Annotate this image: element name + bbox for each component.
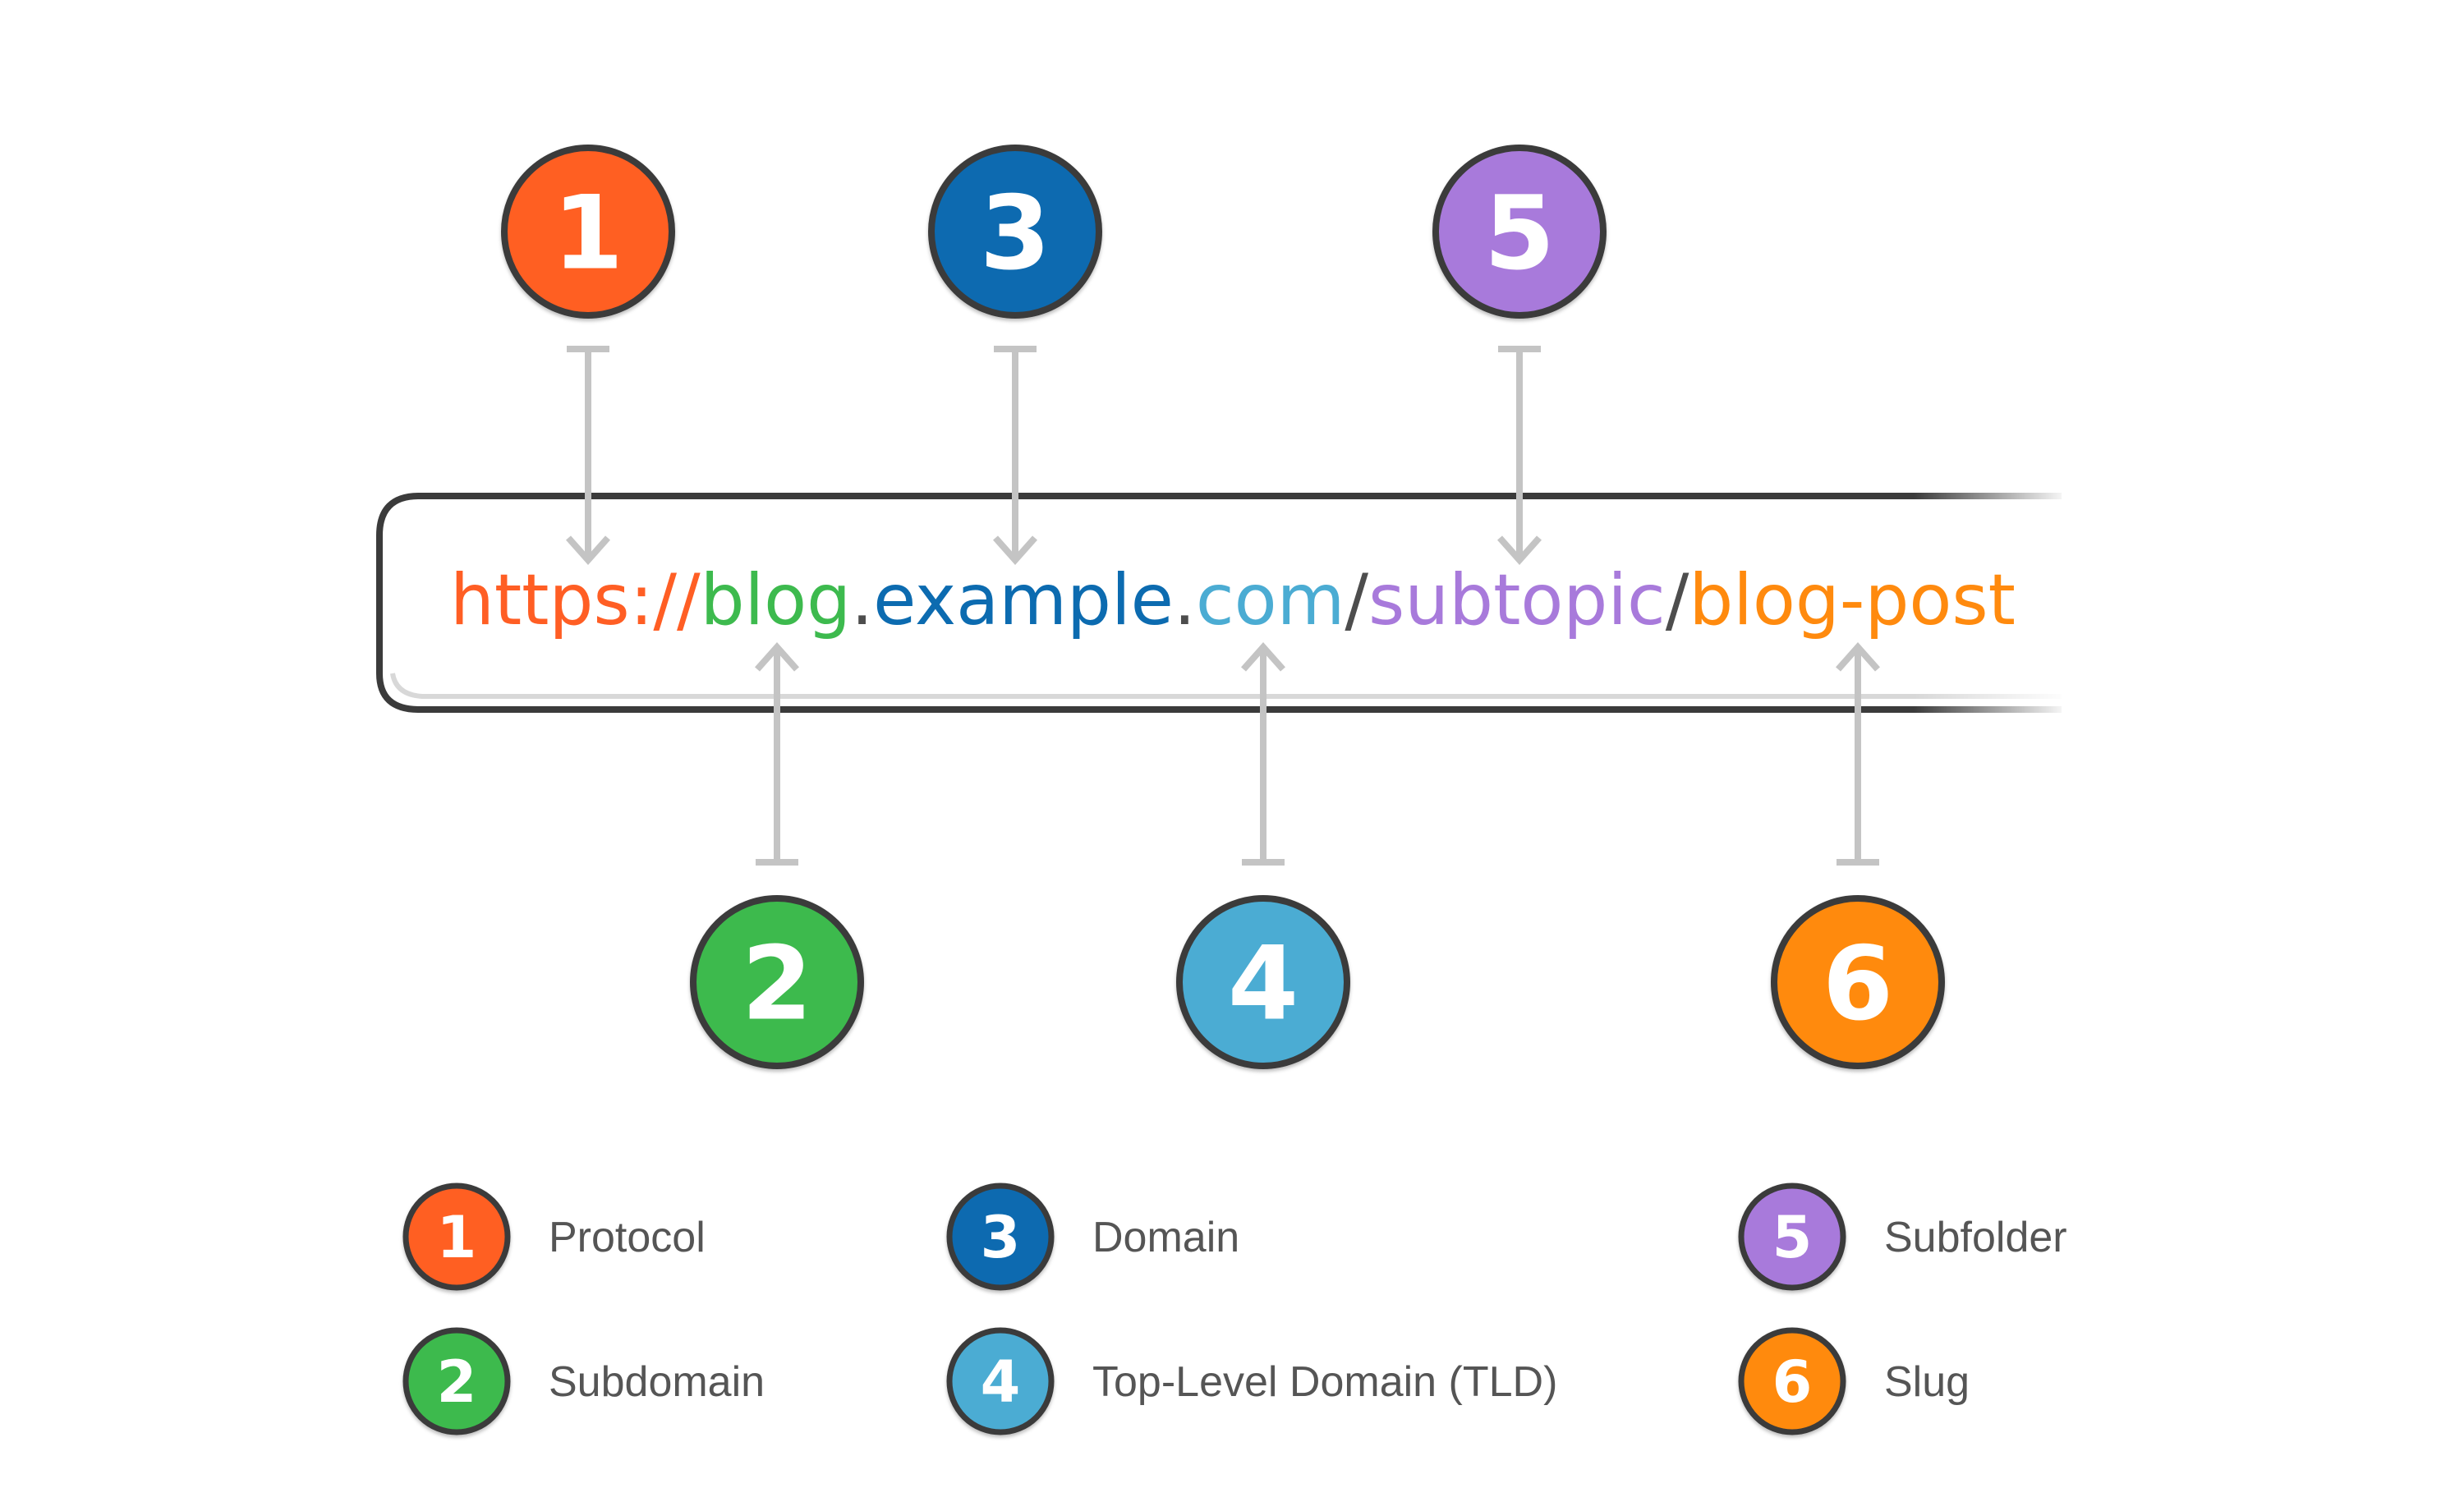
diagram-badge-tld: 4	[1176, 895, 1350, 1069]
diagram-badge-subdomain: 2	[690, 895, 864, 1069]
url-part-tld: com	[1196, 559, 1345, 641]
legend-badge-number: 3	[981, 1204, 1021, 1271]
legend-label-slug: Slug	[1884, 1358, 1970, 1406]
legend-label-subfolder: Subfolder	[1884, 1214, 2067, 1261]
diagram-badge-circle	[1771, 895, 1945, 1069]
connector-subdomain	[755, 641, 799, 866]
connector-slug	[1836, 641, 1880, 866]
url-bar-inner-shadow	[390, 673, 2062, 699]
url-part-protocol: https://	[450, 559, 701, 641]
legend-badge-circle	[946, 1183, 1055, 1291]
connector-domain	[993, 346, 1037, 566]
diagram-badge-number: 5	[1484, 175, 1555, 293]
legend-badge-tld: 4	[946, 1327, 1055, 1435]
url-bar-fade	[1914, 485, 2070, 723]
legend-badge-protocol: 1	[402, 1183, 511, 1291]
legend-badge-number: 1	[437, 1204, 477, 1271]
legend-label-domain: Domain	[1092, 1214, 1239, 1261]
diagram-badge-number: 4	[1228, 925, 1299, 1044]
url-bar-outline	[376, 493, 2062, 713]
legend-badge-circle	[1738, 1327, 1846, 1435]
connector-protocol	[566, 346, 610, 566]
url-bar: https://blog.example.com/subtopic/blog-p…	[376, 485, 2070, 723]
diagram-badges: 1 2 3 4 5 6	[501, 145, 1945, 1069]
legend-label-protocol: Protocol	[549, 1214, 706, 1261]
diagram-badge-number: 1	[553, 175, 623, 293]
url-part-subfolder: subtopic	[1368, 559, 1666, 641]
diagram-badge-circle	[928, 145, 1102, 319]
url-part-subdomain: blog	[701, 559, 851, 641]
diagram-badge-circle	[1432, 145, 1607, 319]
diagram-badge-number: 6	[1823, 925, 1893, 1044]
connector-subfolder	[1497, 346, 1542, 566]
url-part-dot: .	[1174, 559, 1196, 641]
legend-badge-circle	[402, 1183, 511, 1291]
legend-label-subdomain: Subdomain	[549, 1358, 765, 1406]
legend-badge-number: 2	[437, 1348, 477, 1416]
diagram-badge-domain: 3	[928, 145, 1102, 319]
legend-badge-subdomain: 2	[402, 1327, 511, 1435]
legend-item-subdomain: 2 Subdomain	[402, 1327, 765, 1435]
legend-badge-circle	[1738, 1183, 1846, 1291]
legend-badge-number: 5	[1772, 1204, 1813, 1271]
legend-item-subfolder: 5 Subfolder	[1738, 1183, 2067, 1291]
legend-badge-subfolder: 5	[1738, 1183, 1846, 1291]
legend-item-protocol: 1 Protocol	[402, 1183, 706, 1291]
url-part-slash: /	[1666, 559, 1689, 641]
diagram-badge-number: 3	[980, 175, 1050, 293]
legend-badge-number: 4	[981, 1348, 1021, 1416]
url-part-slug: blog-post	[1689, 559, 2016, 641]
url-part-domain: example	[873, 559, 1174, 641]
diagram-badge-circle	[501, 145, 675, 319]
legend-badge-circle	[946, 1327, 1055, 1435]
url-text: https://blog.example.com/subtopic/blog-p…	[450, 559, 2016, 641]
connector-tld	[1241, 641, 1285, 866]
legend-badge-number: 6	[1772, 1348, 1813, 1416]
legend-label-tld: Top-Level Domain (TLD)	[1092, 1358, 1557, 1406]
diagram-badge-circle	[690, 895, 864, 1069]
diagram-badge-slug: 6	[1771, 895, 1945, 1069]
legend: 1 Protocol 2 Subdomain 3 Domain 4 Top-Level Dom…	[402, 1183, 2067, 1435]
legend-badge-slug: 6	[1738, 1327, 1846, 1435]
diagram-badge-circle	[1176, 895, 1350, 1069]
diagram-badge-subfolder: 5	[1432, 145, 1607, 319]
diagram-badge-number: 2	[742, 925, 812, 1044]
legend-item-tld: 4 Top-Level Domain (TLD)	[946, 1327, 1557, 1435]
diagram-badge-protocol: 1	[501, 145, 675, 319]
legend-item-slug: 6 Slug	[1738, 1327, 1970, 1435]
url-part-slash: /	[1345, 559, 1368, 641]
legend-badge-domain: 3	[946, 1183, 1055, 1291]
legend-item-domain: 3 Domain	[946, 1183, 1239, 1291]
url-part-dot: .	[851, 559, 873, 641]
legend-badge-circle	[402, 1327, 511, 1435]
